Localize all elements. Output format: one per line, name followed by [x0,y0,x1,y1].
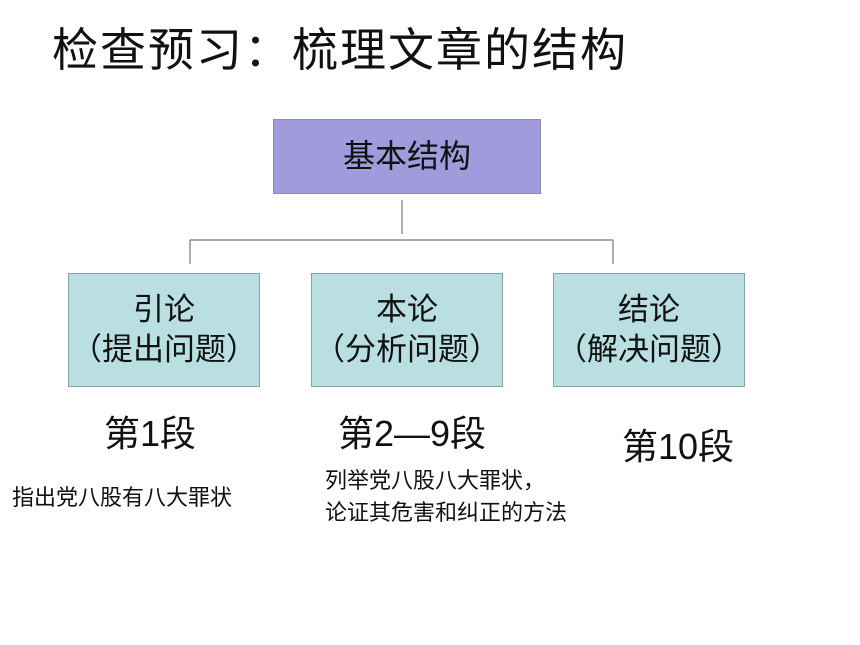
body-summary: 列举党八股八大罪状， 论证其危害和纠正的方法 [325,466,567,530]
node-introduction-name: 引论 [133,291,195,328]
slide-title: 检查预习：梳理文章的结构 [52,23,628,77]
node-body-name: 本论 [376,291,438,328]
body-summary-line-1: 列举党八股八大罪状， [325,469,546,494]
introduction-summary-line: 指出党八股有八大罪状 [12,486,233,511]
node-conclusion-role: （解决问题） [556,332,742,368]
body-summary-line-2: 论证其危害和纠正的方法 [325,500,568,526]
introduction-paragraphs: 第1段 [104,413,197,454]
node-introduction-role: （提出问题） [71,332,257,368]
body-paragraphs: 第2—9段 [338,413,487,454]
node-body: 本论 （分析问题） [311,273,503,387]
node-conclusion-name: 结论 [618,291,680,328]
root-node: 基本结构 [273,119,541,194]
conclusion-paragraphs: 第10段 [622,426,735,467]
root-node-label: 基本结构 [342,136,471,175]
node-conclusion: 结论 （解决问题） [553,273,745,387]
introduction-summary: 指出党八股有八大罪状 [12,483,232,515]
node-body-role: （分析问题） [314,332,500,368]
node-introduction: 引论 （提出问题） [68,273,260,387]
